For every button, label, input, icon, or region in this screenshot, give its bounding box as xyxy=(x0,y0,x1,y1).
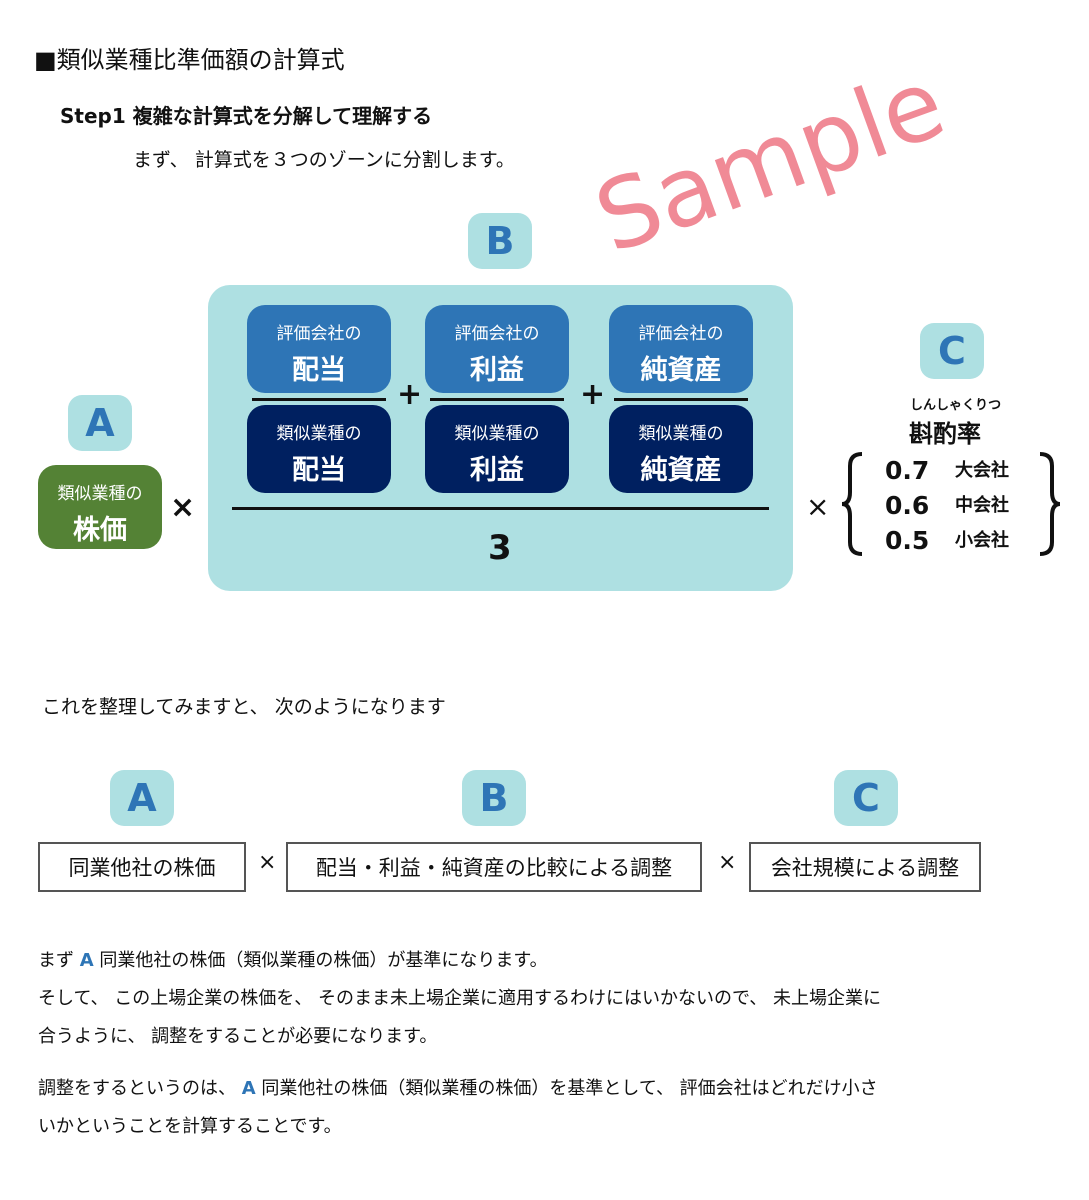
multiply-sign: × xyxy=(258,850,277,875)
numerator-net-assets: 評価会社の純資産 xyxy=(609,305,753,393)
label: 配当 xyxy=(292,455,346,486)
company-size: 大会社 xyxy=(955,460,1009,481)
ratio-values: 0.7 0.6 0.5 xyxy=(885,453,929,558)
summary-intro: これを整理してみますと、 次のようになります xyxy=(42,696,446,718)
multiply-sign: × xyxy=(170,490,196,525)
text: 調整をするというのは、 xyxy=(38,1078,242,1099)
intro-text: まず、 計算式を３つのゾーンに分割します。 xyxy=(133,149,515,171)
multiply-sign: × xyxy=(806,490,830,523)
paragraph-4: 調整をするというのは、 A 同業他社の株価（類似業種の株価）を基準として、 評価… xyxy=(38,1074,878,1100)
label: 評価会社の xyxy=(638,324,724,344)
divisor: 3 xyxy=(488,528,512,568)
plus-sign: + xyxy=(397,377,423,412)
paragraph-1: まず A 同業他社の株価（類似業種の株価）が基準になります。 xyxy=(38,946,548,972)
fraction-line xyxy=(252,398,386,401)
multiply-sign: × xyxy=(718,850,737,875)
text: 同業他社の株価（類似業種の株価）が基準になります。 xyxy=(93,950,548,971)
label: 純資産 xyxy=(640,355,722,386)
label: 評価会社の xyxy=(276,324,362,344)
company-size: 小会社 xyxy=(955,530,1009,551)
label: 類似業種の xyxy=(638,424,724,444)
paragraph-5: いかということを計算することです。 xyxy=(38,1116,342,1137)
denominator-profit: 類似業種の利益 xyxy=(425,405,569,493)
label: 類似業種の xyxy=(454,424,540,444)
company-sizes: 大会社 中会社 小会社 xyxy=(955,453,1009,558)
badge-c: C xyxy=(920,323,984,379)
label: 利益 xyxy=(470,355,524,386)
label: 類似業種の xyxy=(276,424,362,444)
denominator-dividend: 類似業種の配当 xyxy=(247,405,391,493)
label: 純資産 xyxy=(640,455,722,486)
badge-b: B xyxy=(462,770,526,826)
fraction-line xyxy=(430,398,564,401)
step-heading: Step1 複雑な計算式を分解して理解する xyxy=(60,104,433,128)
section-title: ■類似業種比準価額の計算式 xyxy=(34,46,345,74)
stock-big-label: 株価 xyxy=(73,515,127,546)
paragraph-3: 合うように、 調整をすることが必要になります。 xyxy=(38,1026,438,1047)
text: まず xyxy=(38,950,80,971)
ratio-value: 0.6 xyxy=(885,491,930,520)
badge-b: B xyxy=(468,213,532,269)
badge-c: C xyxy=(834,770,898,826)
ratio-value: 0.7 xyxy=(885,456,930,485)
sample-watermark: Sample xyxy=(581,46,959,276)
badge-a: A xyxy=(110,770,174,826)
summary-box-c: 会社規模による調整 xyxy=(749,842,981,892)
text: 同業他社の株価（類似業種の株価）を基準として、 評価会社はどれだけ小さ xyxy=(255,1078,878,1099)
similar-stock-price-box: 類似業種の 株価 xyxy=(38,465,162,549)
label: 利益 xyxy=(470,455,524,486)
denominator-net-assets: 類似業種の純資産 xyxy=(609,405,753,493)
plus-sign: + xyxy=(580,377,606,412)
right-brace-icon xyxy=(1039,452,1061,556)
numerator-profit: 評価会社の利益 xyxy=(425,305,569,393)
summary-box-a: 同業他社の株価 xyxy=(38,842,246,892)
main-fraction-line xyxy=(232,507,769,510)
left-brace-icon xyxy=(841,452,863,556)
letter-a: A xyxy=(79,950,94,971)
letter-a: A xyxy=(241,1078,256,1099)
fraction-line xyxy=(614,398,748,401)
numerator-dividend: 評価会社の配当 xyxy=(247,305,391,393)
ratio-ruby: しんしゃくりつ xyxy=(910,398,1002,413)
ratio-label: 斟酌率 xyxy=(909,420,981,448)
label: 評価会社の xyxy=(454,324,540,344)
stock-small-label: 類似業種の xyxy=(57,484,143,504)
label: 配当 xyxy=(292,355,346,386)
company-size: 中会社 xyxy=(955,495,1009,516)
paragraph-2: そして、 この上場企業の株価を、 そのまま未上場企業に適用するわけにはいかないの… xyxy=(38,988,882,1009)
ratio-value: 0.5 xyxy=(885,526,930,555)
summary-box-b: 配当・利益・純資産の比較による調整 xyxy=(286,842,702,892)
badge-a: A xyxy=(68,395,132,451)
